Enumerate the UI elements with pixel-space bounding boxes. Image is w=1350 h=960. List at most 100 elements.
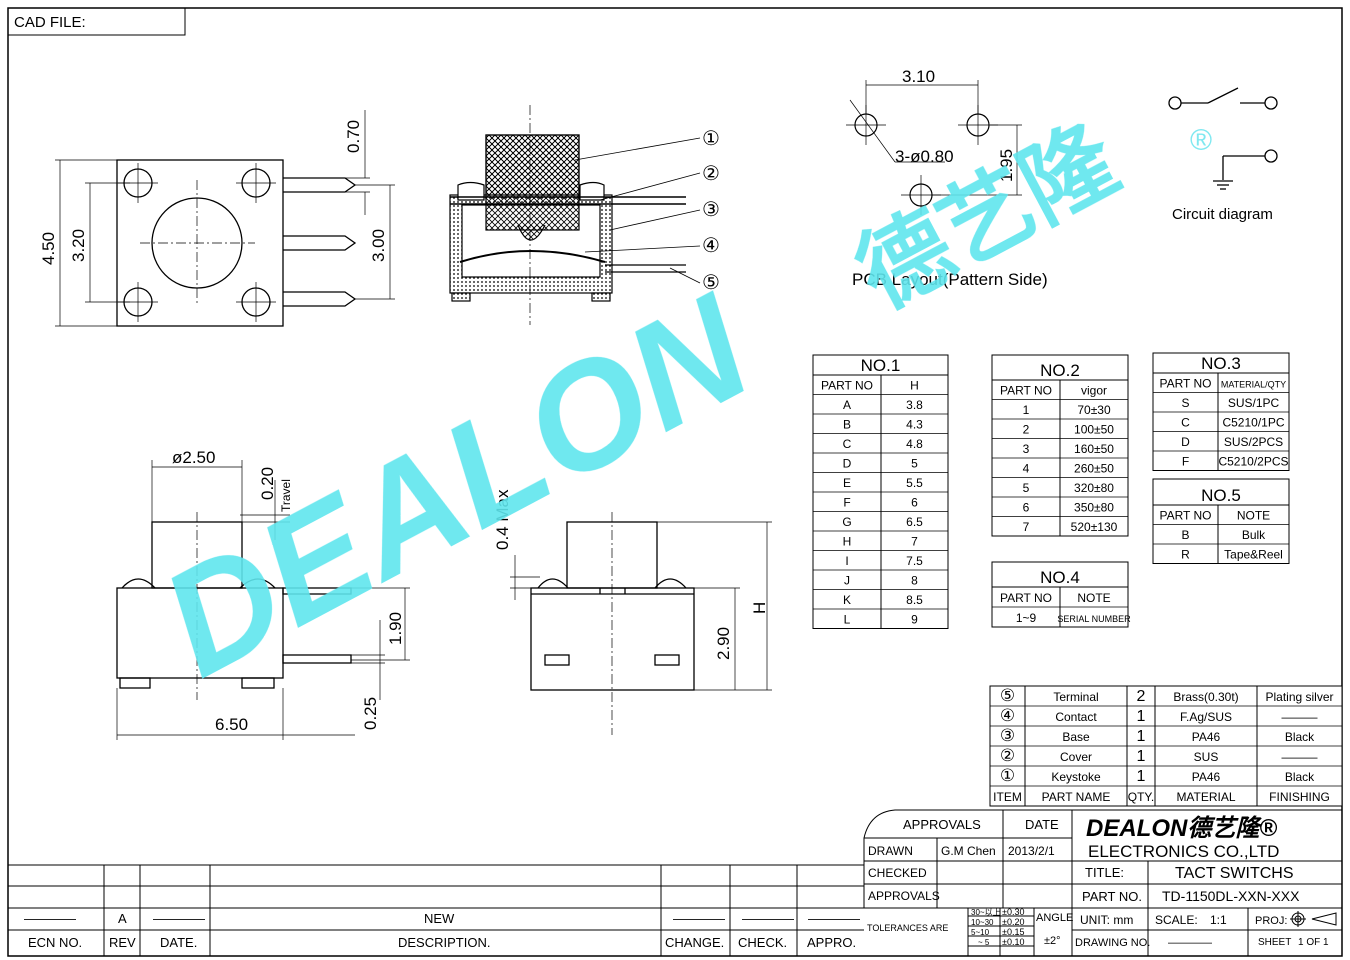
bom-cell: PA46 [1192, 770, 1221, 784]
rev-desc-header: DESCRIPTION. [398, 935, 490, 950]
no3-header-part: PART NO [1159, 377, 1211, 391]
no2-title: NO.2 [1040, 361, 1080, 380]
no2-cell-part: 3 [1023, 442, 1030, 456]
bom-cell: 1 [1137, 708, 1146, 725]
no1-cell-part: C [843, 437, 852, 451]
no1-cell-value: 8 [911, 574, 918, 588]
no2-cell-value: 520±130 [1071, 520, 1118, 534]
no1-cell-value: 5 [911, 457, 918, 471]
bom-header: ITEM [993, 790, 1022, 804]
rev-date-val: ———— [153, 911, 205, 926]
bom-cell: ⑤ [1000, 686, 1015, 705]
bom-cell: ——— [1282, 710, 1318, 724]
no3-cell-value: C5210/1PC [1222, 416, 1284, 430]
cad-file-label: CAD FILE: [14, 14, 86, 31]
no5-cell-value: Bulk [1242, 528, 1266, 542]
no1-cell-value: 7.5 [906, 554, 923, 568]
tb-angle: ANGLE [1036, 912, 1073, 924]
no3-cell-part: D [1181, 435, 1190, 449]
tb-tol-1-a: 10~30 [971, 918, 994, 927]
no2-cell-value: 320±80 [1074, 481, 1114, 495]
no2-cell-part: 7 [1023, 520, 1030, 534]
section-view [449, 105, 701, 325]
no4-header-part: PART NO [1000, 591, 1052, 605]
bom-cell: ① [1000, 766, 1015, 785]
dim-3-10: 3.10 [902, 67, 935, 86]
bom-cell: ③ [1000, 726, 1015, 745]
no5-cell-part: R [1181, 548, 1190, 562]
rev-ecn-header: ECN NO. [28, 935, 82, 950]
dim-0-25: 0.25 [361, 697, 380, 730]
no1-cell-part: D [843, 457, 852, 471]
bom-cell: Keystoke [1051, 770, 1101, 784]
tb-company: ELECTRONICS CO.,LTD [1088, 842, 1279, 861]
tb-date: DATE [1025, 817, 1059, 832]
projection-symbol-icon [1290, 911, 1337, 927]
dim-travel: Travel [279, 479, 293, 512]
no3-cell-value: SUS/2PCS [1224, 435, 1283, 449]
no1-cell-part: H [843, 535, 852, 549]
no1-cell-part: J [844, 574, 850, 588]
sheet-border [7, 7, 1343, 957]
no1-cell-value: 6.5 [906, 515, 923, 529]
tb-company-logo: DEALON德艺隆® [1086, 815, 1277, 842]
bom-cell: PA46 [1192, 730, 1221, 744]
circuit-diagram [1168, 87, 1278, 190]
tb-tol-0-b: ±0.30 [1002, 907, 1024, 917]
tb-angle-val: ±2° [1044, 935, 1061, 947]
no2-cell-value: 350±80 [1074, 501, 1114, 515]
no2-cell-part: 6 [1023, 501, 1030, 515]
registered-mark: ® [1190, 124, 1212, 157]
bom-header: MATERIAL [1176, 790, 1235, 804]
no2-cell-value: 100±50 [1074, 423, 1114, 437]
rev-rev-header: REV [109, 935, 136, 950]
title-block [863, 809, 1342, 956]
tb-part-label: PART NO. [1082, 889, 1142, 904]
no4-title: NO.4 [1040, 568, 1080, 587]
pcb-layout-label: PCB Layout(Pattern Side) [852, 270, 1048, 289]
bom-cell: Black [1285, 730, 1315, 744]
pcb-layout [846, 80, 1022, 215]
rev-change-val: ———— [673, 911, 725, 926]
dim-dia-2-50: ø2.50 [172, 448, 215, 467]
no2-cell-part: 2 [1023, 423, 1030, 437]
bom-cell: SUS [1194, 750, 1219, 764]
no2-header-value: vigor [1081, 384, 1107, 398]
callout-3: ③ [702, 199, 720, 221]
bom-cell: Base [1062, 730, 1090, 744]
no4-cell-value: SERIAL NUMBER [1057, 614, 1131, 624]
revision-text: ———— A ———— NEW ———— ———— ———— ECN NO. R… [24, 911, 860, 950]
no3-cell-value: C5210/2PCS [1218, 455, 1288, 469]
tb-tol-1-b: ±0.20 [1002, 917, 1024, 927]
tb-sheet: SHEET [1258, 937, 1291, 948]
top-view [55, 110, 395, 327]
no2-cell-value: 260±50 [1074, 462, 1114, 476]
no5-header-part: PART NO [1159, 509, 1211, 523]
rev-rev-val: A [118, 911, 127, 926]
tb-approvals-2: APPROVALS [868, 889, 940, 903]
no2-cell-value: 70±30 [1077, 403, 1111, 417]
bom-cell: 2 [1137, 688, 1146, 705]
no1-cell-value: 4.3 [906, 418, 923, 432]
rev-change-header: CHANGE. [665, 935, 724, 950]
tb-scale: SCALE: [1155, 913, 1198, 927]
callout-2: ② [702, 163, 720, 185]
bom-header: QTY. [1128, 790, 1154, 804]
side-view [116, 460, 410, 740]
rev-check-val: ———— [742, 911, 794, 926]
no2-cell-value: 160±50 [1074, 442, 1114, 456]
no4-cell-part: 1~9 [1016, 611, 1037, 625]
no1-cell-part: F [843, 496, 850, 510]
tb-scale-val: 1:1 [1210, 913, 1227, 927]
bom-cell: 1 [1137, 748, 1146, 765]
rev-ecn-val: ———— [24, 911, 76, 926]
dim-0-70: 0.70 [344, 120, 363, 153]
cad-file-box [7, 7, 186, 36]
no2-header-part: PART NO [1000, 384, 1052, 398]
watermark-brand: DEALON [136, 261, 776, 708]
